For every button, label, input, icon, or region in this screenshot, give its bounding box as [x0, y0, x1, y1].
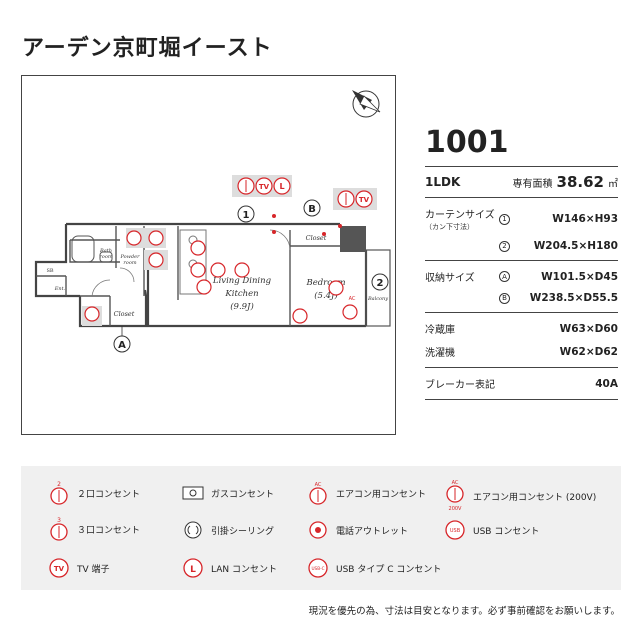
- ceiling-hook-icon: [184, 521, 202, 539]
- curtain-mark-2: 2: [499, 240, 510, 252]
- legend-item: ガスコンセント: [181, 483, 274, 503]
- room-bedroom-size: (5.4J): [314, 290, 338, 301]
- svg-text:3: 3: [57, 517, 61, 524]
- outlet-2-icon: 2: [50, 481, 68, 505]
- breaker-label: ブレーカー表記: [425, 380, 495, 391]
- bath-label: Bath: [99, 248, 112, 254]
- balcony-label: Balcony: [367, 296, 388, 302]
- floor-plan: [21, 75, 396, 435]
- room-ldk-label-2: Kitchen: [224, 289, 258, 299]
- area-label: 専有面積: [512, 179, 553, 190]
- curtain-sublabel: （カン下寸法）: [425, 223, 474, 231]
- gas-outlet-icon: [182, 486, 204, 500]
- powder-label-2: room: [123, 260, 136, 266]
- north-compass-icon: [352, 90, 381, 118]
- entrance-label: Ent.: [54, 286, 66, 292]
- washer-label: 洗濯機: [425, 348, 455, 359]
- breaker-value: 40A: [595, 377, 618, 390]
- room-bedroom-label: Bedroom: [305, 278, 345, 288]
- room-ldk-label: Living Dining: [212, 276, 272, 286]
- outlet-group-ldk: TV L: [232, 175, 292, 197]
- storage-label: 収納サイズ: [425, 273, 475, 284]
- fridge-size: W63×D60: [559, 322, 618, 335]
- legend-item: TV TV 端子: [47, 558, 110, 578]
- svg-text:L: L: [190, 565, 196, 575]
- legend-item: 引掛シーリング: [181, 520, 274, 540]
- legend-item: AC エアコン用コンセント: [306, 480, 426, 506]
- closet-label-2: Closet: [114, 310, 135, 318]
- lan-outlet-icon: L: [279, 182, 284, 191]
- svg-text:TV: TV: [54, 565, 65, 573]
- tv-terminal-icon: TV: [259, 183, 270, 191]
- marker-1: 1: [243, 210, 250, 221]
- area-value: 38.62: [556, 173, 604, 191]
- ac-outlet-icon: AC: [309, 482, 327, 505]
- phone-outlet-icon: [309, 521, 327, 539]
- unit-info-panel: 1001 1LDK 専有面積 38.62 ㎡ カーテンサイズ （カン下寸法） 1 …: [425, 126, 618, 400]
- legend-item: 3 ３口コンセント: [47, 516, 140, 542]
- appliance-section: 冷蔵庫 W63×D60 洗濯機 W62×D62: [425, 313, 618, 367]
- floor-plan-drawing: Living Dining Kitchen (9.9J) Bedroom (5.…: [34, 90, 391, 353]
- storage-section: 収納サイズ A W101.5×D45 B W238.5×D55.5: [425, 261, 618, 312]
- svg-text:USB: USB: [450, 528, 461, 534]
- bath-label-2: room: [99, 254, 112, 260]
- curtain-mark-1: 1: [499, 213, 510, 225]
- curtain-section: カーテンサイズ （カン下寸法） 1 W146×H93 2 W204.5×H180: [425, 198, 618, 260]
- svg-text:200V: 200V: [449, 506, 463, 512]
- outlet-group-bedroom: TV: [333, 188, 377, 210]
- ac-outlet-icon: AC: [349, 296, 356, 302]
- washer-size: W62×D62: [559, 345, 618, 358]
- svg-text:USB-C: USB-C: [311, 566, 324, 571]
- marker-a: A: [118, 340, 126, 351]
- marker-b: B: [308, 204, 316, 215]
- tv-terminal-icon: TV: [49, 558, 69, 578]
- curtain-label: カーテンサイズ: [425, 210, 495, 221]
- disclaimer-note: 現況を優先の為、寸法は目安となります。必ず事前確認をお願いします。: [308, 606, 620, 617]
- legend-item: 2 ２口コンセント: [47, 480, 140, 506]
- outlet-3-icon: 3: [50, 517, 68, 541]
- fridge-label: 冷蔵庫: [425, 325, 455, 336]
- curtain-size-2: W204.5×H180: [533, 240, 618, 252]
- storage-size-b: W238.5×D55.5: [529, 292, 618, 304]
- legend-item: L LAN コンセント: [181, 558, 277, 578]
- property-title: アーデン京町堀イースト: [22, 36, 273, 61]
- curtain-size-1: W146×H93: [552, 213, 618, 225]
- legend-item: USB USB コンセント: [443, 520, 539, 540]
- powder-label: Powder: [119, 254, 140, 260]
- usb-c-outlet-icon: USB-C: [308, 558, 328, 578]
- layout-row: 1LDK 専有面積 38.62 ㎡: [425, 167, 618, 197]
- breaker-section: ブレーカー表記 40A: [425, 368, 618, 399]
- svg-text:AC: AC: [315, 482, 322, 488]
- unit-number: 1001: [425, 125, 509, 160]
- storage-size-a: W101.5×D45: [541, 270, 618, 283]
- storage-mark-b: B: [499, 292, 510, 304]
- legend-item: USB-C USB タイプ C コンセント: [306, 558, 441, 578]
- layout-type: 1LDK: [425, 175, 461, 189]
- tv-terminal-icon-2: TV: [359, 196, 370, 204]
- legend-item: 電話アウトレット: [306, 520, 408, 540]
- marker-2: 2: [377, 278, 384, 289]
- closet-label: Closet: [306, 234, 327, 242]
- room-ldk-size: (9.9J): [230, 301, 254, 312]
- storage-mark-a: A: [499, 271, 510, 282]
- svg-text:AC: AC: [452, 480, 459, 486]
- ac-200v-outlet-icon: AC 200V: [446, 480, 464, 512]
- area-unit: ㎡: [608, 179, 618, 190]
- lan-outlet-icon: L: [183, 558, 203, 578]
- svg-text:2: 2: [57, 481, 61, 488]
- usb-outlet-icon: USB: [445, 520, 465, 540]
- sb-label: SB: [46, 268, 53, 274]
